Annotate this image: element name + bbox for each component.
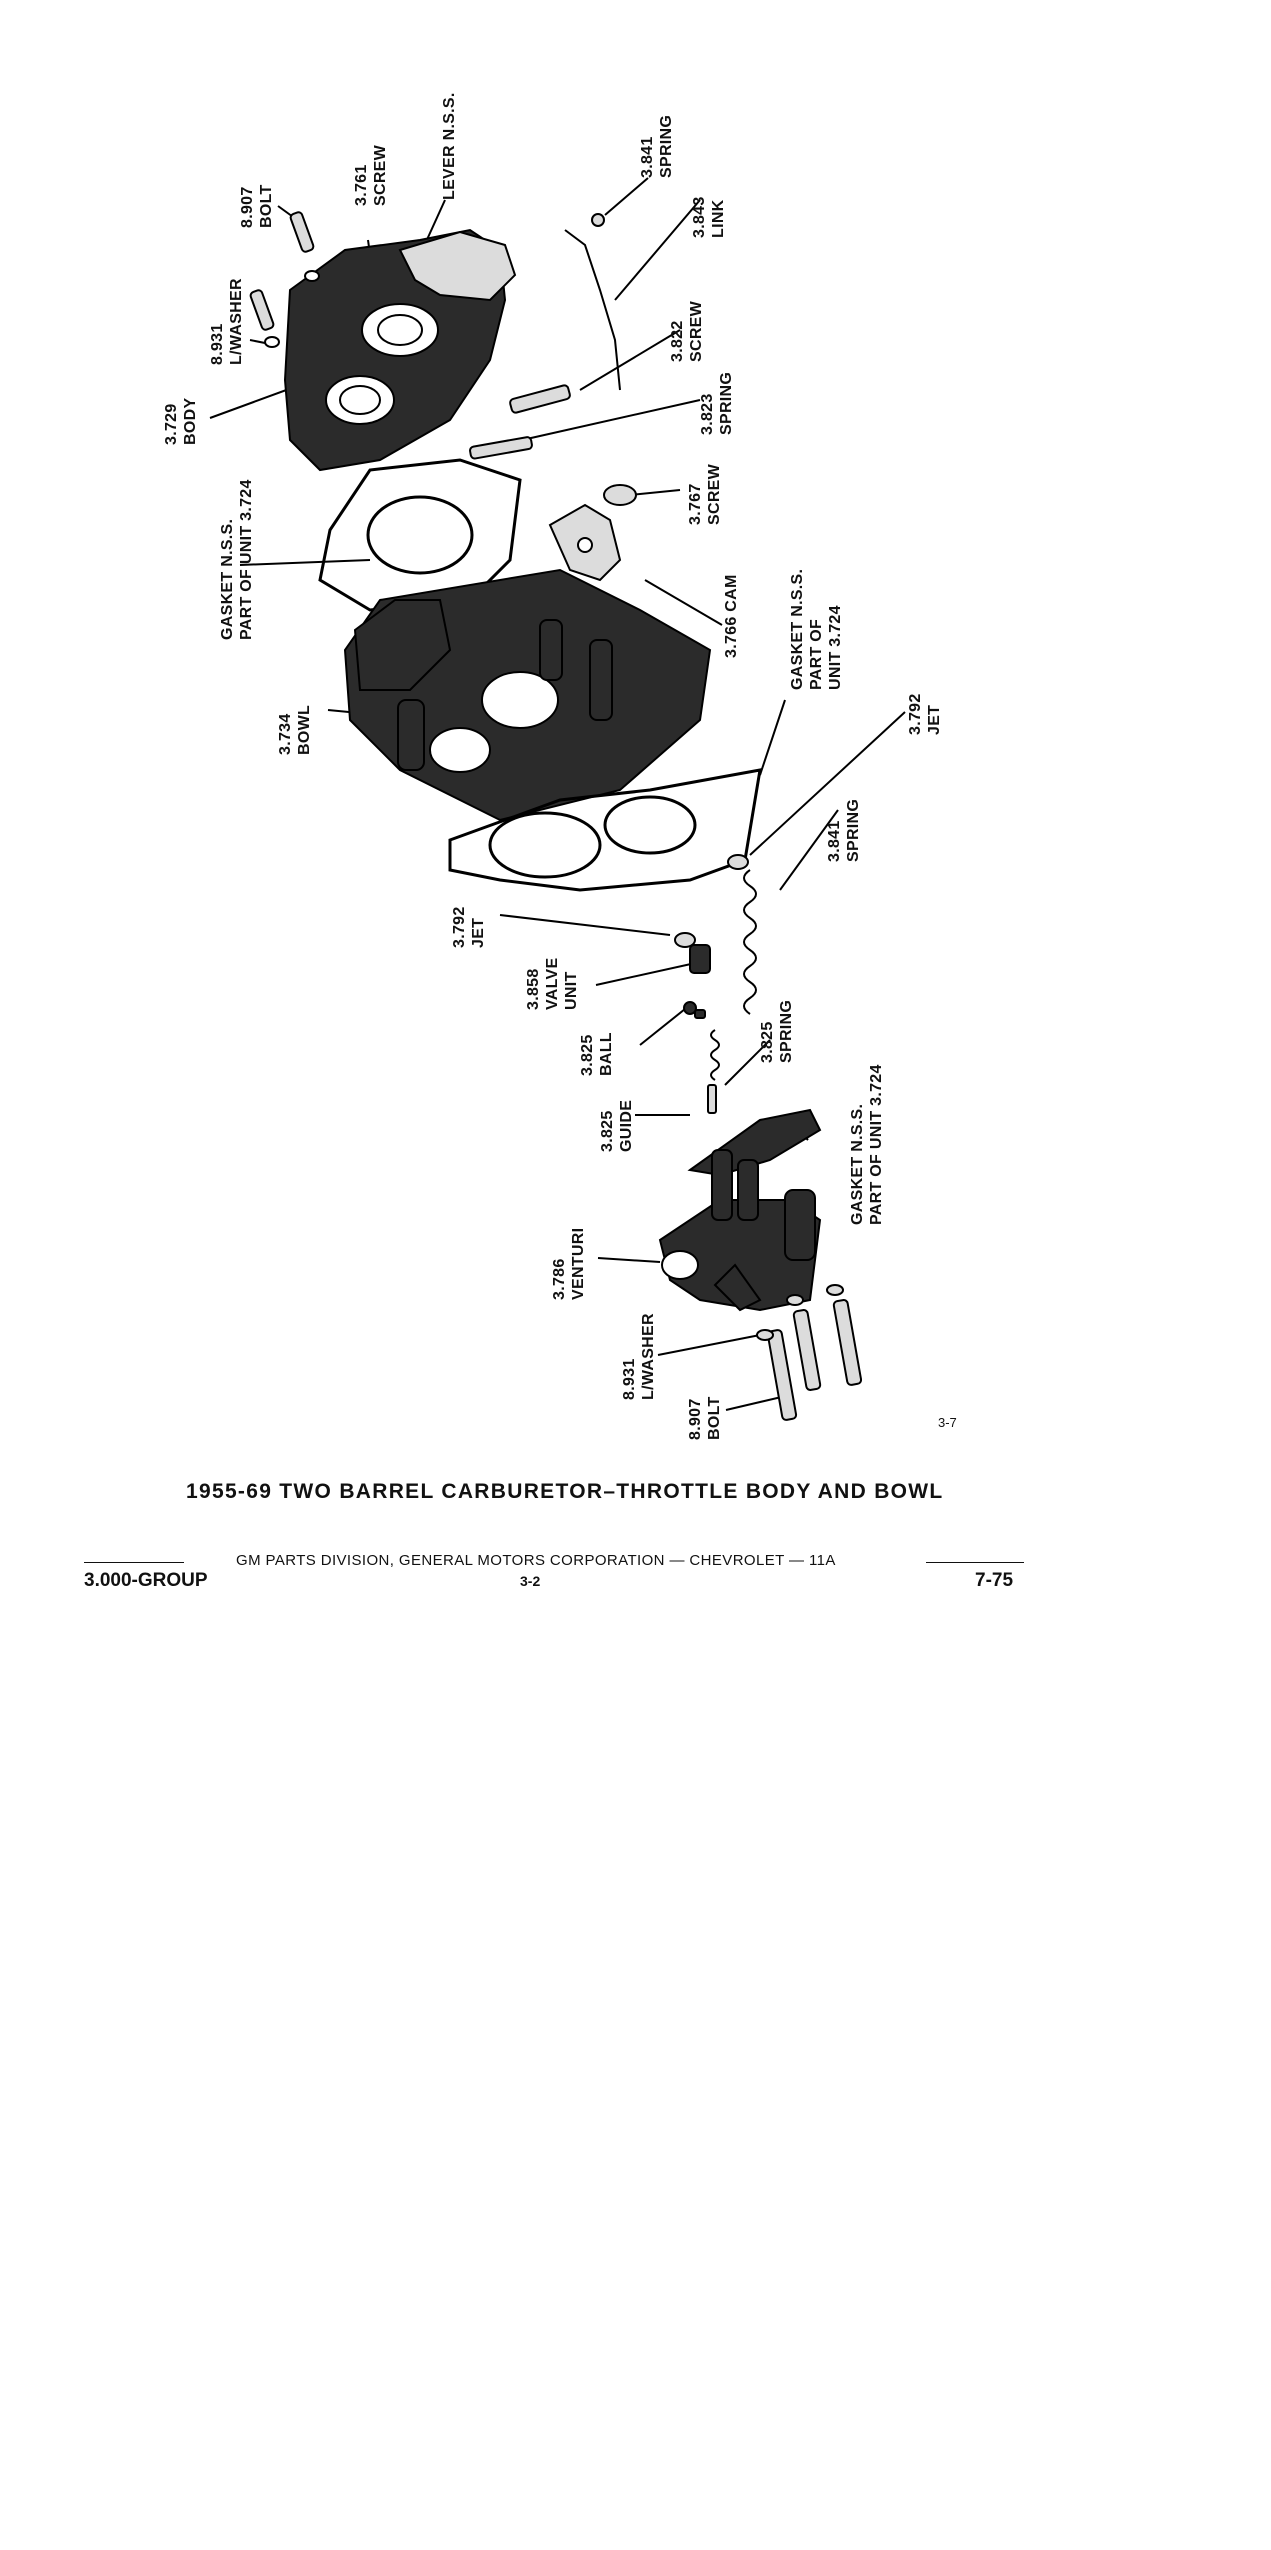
footer-date: 7-75 <box>975 1570 1014 1591</box>
label-gasket-top: GASKET N.S.S. PART OF UNIT 3.724 <box>219 479 255 640</box>
throttle-body-illustration <box>249 211 517 472</box>
footer-group: 3.000-GROUP <box>84 1570 208 1591</box>
label-ball-3825: 3.825 BALL <box>579 1032 615 1076</box>
label-valve-unit-3858: 3.858 VALVE UNIT <box>525 957 580 1010</box>
label-screw-3767: 3.767 SCREW <box>687 463 723 525</box>
link-and-screws <box>469 213 637 506</box>
label-bolt-8907-top: 8.907 BOLT <box>239 184 275 228</box>
label-jet-3792-right: 3.792 JET <box>907 693 943 735</box>
bowl-illustration <box>343 568 712 822</box>
figure-caption: 1955-69 TWO BARREL CARBURETOR–THROTTLE B… <box>186 1480 944 1503</box>
label-lwasher-8931-bottom: 8.931 L/WASHER <box>621 1313 657 1400</box>
label-spring-3825: 3.825 SPRING <box>759 999 795 1063</box>
exploded-parts-diagram <box>209 177 906 1421</box>
label-cam-3766: 3.766 CAM <box>723 574 740 658</box>
footer-publisher-line: GM PARTS DIVISION, GENERAL MOTORS CORPOR… <box>84 1552 1024 1574</box>
venturi-illustration <box>658 1149 822 1312</box>
label-spring-3823: 3.823 SPRING <box>699 371 735 435</box>
label-guide-3825: 3.825 GUIDE <box>599 1099 635 1152</box>
label-lwasher-8931-top: 8.931 L/WASHER <box>209 278 245 365</box>
label-gasket-mid: GASKET N.S.S. PART OF UNIT 3.724 <box>789 568 844 690</box>
label-jet-3792-left: 3.792 JET <box>451 906 487 948</box>
spring-jet-valve-illustration <box>674 854 757 1114</box>
middle-gasket-illustration <box>448 768 762 892</box>
label-gasket-low: GASKET N.S.S. PART OF UNIT 3.724 <box>849 1064 885 1225</box>
footer-rule-right <box>926 1562 1024 1563</box>
label-lever-nss: LEVER N.S.S. <box>441 92 458 200</box>
label-bowl-3734: 3.734 BOWL <box>277 704 313 755</box>
top-gasket-illustration <box>318 458 522 612</box>
label-screw-3761: 3.761 SCREW <box>353 144 389 206</box>
label-venturi-3786: 3.786 VENTURI <box>551 1227 587 1300</box>
footer-publisher: GM PARTS DIVISION, GENERAL MOTORS CORPOR… <box>236 1552 836 1569</box>
bottom-bolts-illustration <box>756 1284 863 1421</box>
label-bolt-8907-bottom: 8.907 BOLT <box>687 1396 723 1440</box>
label-link-3843: 3.843 LINK <box>691 196 727 238</box>
label-screw-3822: 3.822 SCREW <box>669 300 705 362</box>
cam-illustration <box>548 503 622 582</box>
footer-page-number: 3-2 <box>520 1573 541 1589</box>
footer-rule-left <box>84 1562 184 1563</box>
label-body-3729: 3.729 BODY <box>163 397 199 445</box>
label-spring-3841-mid: 3.841 SPRING <box>826 798 862 862</box>
label-spring-3841-top: 3.841 SPRING <box>639 114 675 178</box>
figure-number: 3-7 <box>938 1415 957 1430</box>
